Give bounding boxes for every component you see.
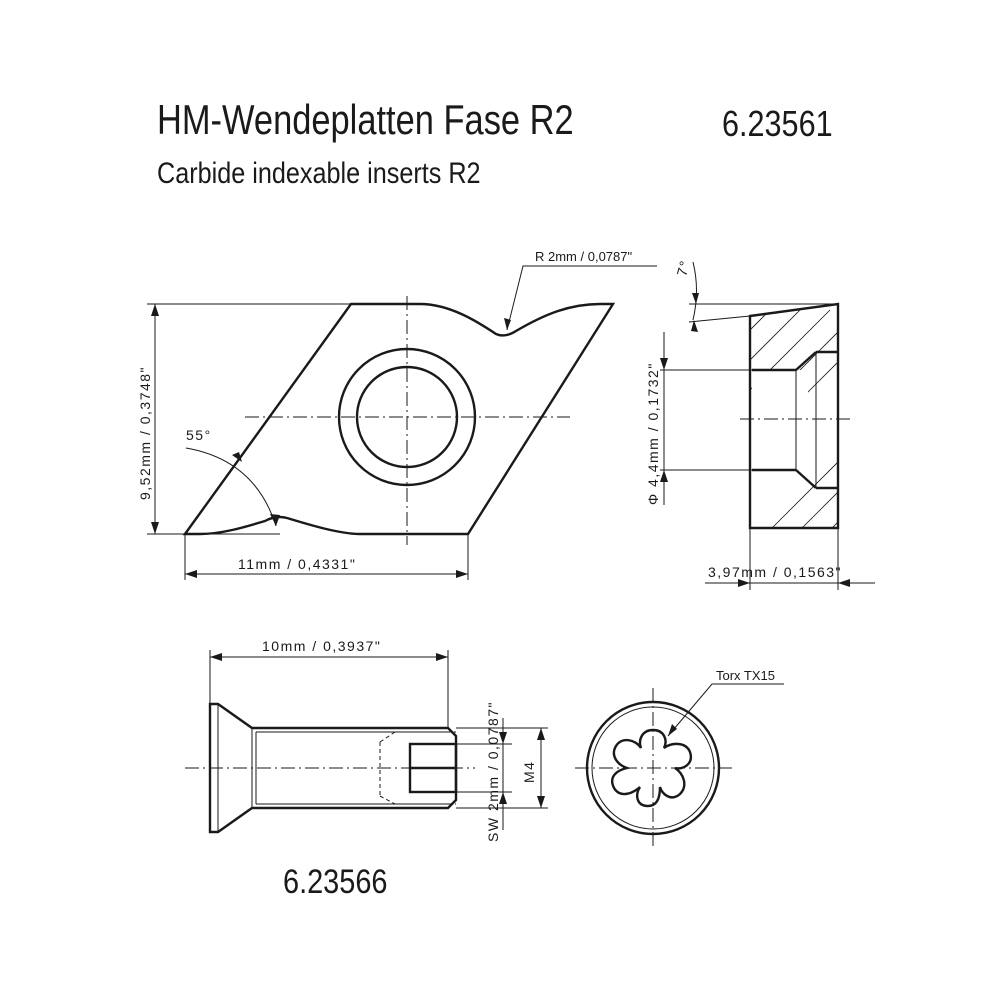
- angle-arc: [185, 447, 277, 527]
- screw-side-view: 10mm / 0,3937" SW 2mm / 0,0787" M4: [185, 638, 548, 842]
- clearance-angle-label: 7°: [673, 258, 693, 278]
- torx-recess: [611, 728, 693, 808]
- insert-side-view: 7° Φ 4,4mm / 0,1732" 3,97mm / 0,1563": [645, 258, 875, 590]
- torx-label: Torx TX15: [716, 668, 775, 683]
- bore-label: Φ 4,4mm / 0,1732": [645, 362, 661, 505]
- thickness-label: 3,97mm / 0,1563": [708, 564, 842, 580]
- width-label: 11mm / 0,4331": [238, 556, 356, 572]
- screw-length-label: 10mm / 0,3937": [262, 638, 381, 654]
- thread-label: M4: [521, 761, 537, 783]
- torx-leader: [667, 683, 784, 737]
- radius-leader: [506, 265, 657, 331]
- insert-top-view: 55° R 2mm / 0,0787" 9,52mm / 0,3748" 11m…: [137, 249, 657, 580]
- screw-outline: [208, 702, 458, 834]
- insert-article-number: 6.23561: [722, 103, 833, 144]
- drawing-subtitle: Carbide indexable inserts R2: [157, 157, 481, 190]
- height-label: 9,52mm / 0,3748": [137, 366, 153, 500]
- angle-label: 55°: [186, 427, 212, 443]
- screw-end-view: Torx TX15: [575, 668, 784, 850]
- drawing-title: HM-Wendeplatten Fase R2: [157, 96, 574, 143]
- screw-article-number: 6.23566: [283, 863, 388, 901]
- insert-outline: [182, 302, 616, 536]
- radius-label: R 2mm / 0,0787": [535, 249, 632, 264]
- key-size-label: SW 2mm / 0,0787": [485, 701, 501, 842]
